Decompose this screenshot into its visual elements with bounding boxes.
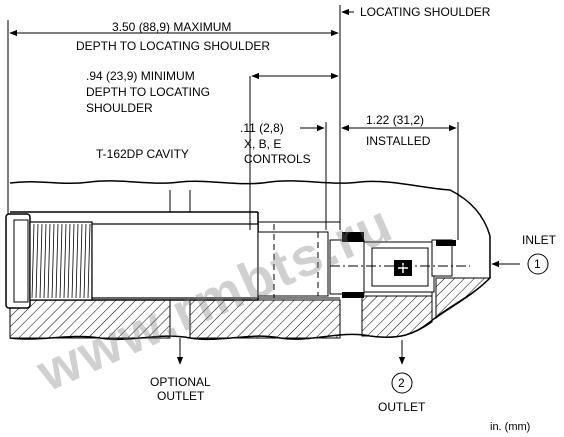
thread-line	[39, 223, 43, 299]
min-depth-caption-1: DEPTH TO LOCATING	[86, 85, 210, 99]
thread-line	[35, 223, 39, 299]
units-label: in. (mm)	[490, 421, 530, 433]
min-depth-value: .94 (23,9) MINIMUM	[86, 69, 195, 83]
installed-value: 1.22 (31,2)	[366, 113, 424, 127]
flow-arrows	[176, 260, 520, 365]
locating-shoulder-label: LOCATING SHOULDER	[360, 5, 491, 19]
thread-line	[47, 223, 51, 299]
thread-line	[31, 223, 35, 299]
thread-line	[55, 223, 59, 299]
optional-outlet-label-1: OPTIONAL	[150, 375, 211, 389]
inlet-port-circle	[527, 253, 549, 275]
thread-line	[87, 223, 91, 299]
outlet-port-number: 2	[398, 376, 405, 390]
thread-line	[79, 223, 83, 299]
thread-line	[83, 223, 87, 299]
max-depth-value: 3.50 (88,9) MAXIMUM	[112, 20, 231, 34]
cavity-label: T-162DP CAVITY	[96, 147, 189, 161]
thread-lines	[31, 223, 91, 299]
min-depth-caption-2: SHOULDER	[86, 101, 153, 115]
dimension-lines	[7, 5, 459, 240]
outlet-port-circle	[391, 372, 413, 394]
controls-caption-2: CONTROLS	[244, 152, 311, 166]
inlet-label: INLET	[522, 233, 557, 247]
thread-line	[59, 223, 63, 299]
installed-caption: INSTALLED	[366, 134, 431, 148]
thread-line	[63, 223, 67, 299]
optional-outlet-label-2: OUTLET	[157, 389, 205, 403]
thread-line	[71, 223, 75, 299]
thread-line	[43, 223, 47, 299]
cartridge	[5, 213, 470, 309]
thread-line	[51, 223, 55, 299]
thread-line	[67, 223, 71, 299]
thread-line	[75, 223, 79, 299]
inlet-port-number: 1	[534, 257, 541, 271]
outlet-label: OUTLET	[378, 400, 426, 414]
controls-caption-1: X, B, E	[244, 137, 281, 151]
controls-value: .11 (2,8)	[240, 121, 284, 135]
max-depth-caption: DEPTH TO LOCATING SHOULDER	[76, 39, 270, 53]
